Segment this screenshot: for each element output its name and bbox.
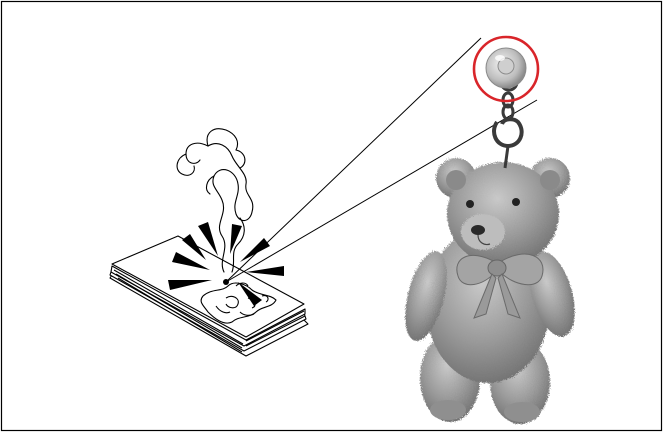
- suction-cup-icon: [486, 48, 526, 88]
